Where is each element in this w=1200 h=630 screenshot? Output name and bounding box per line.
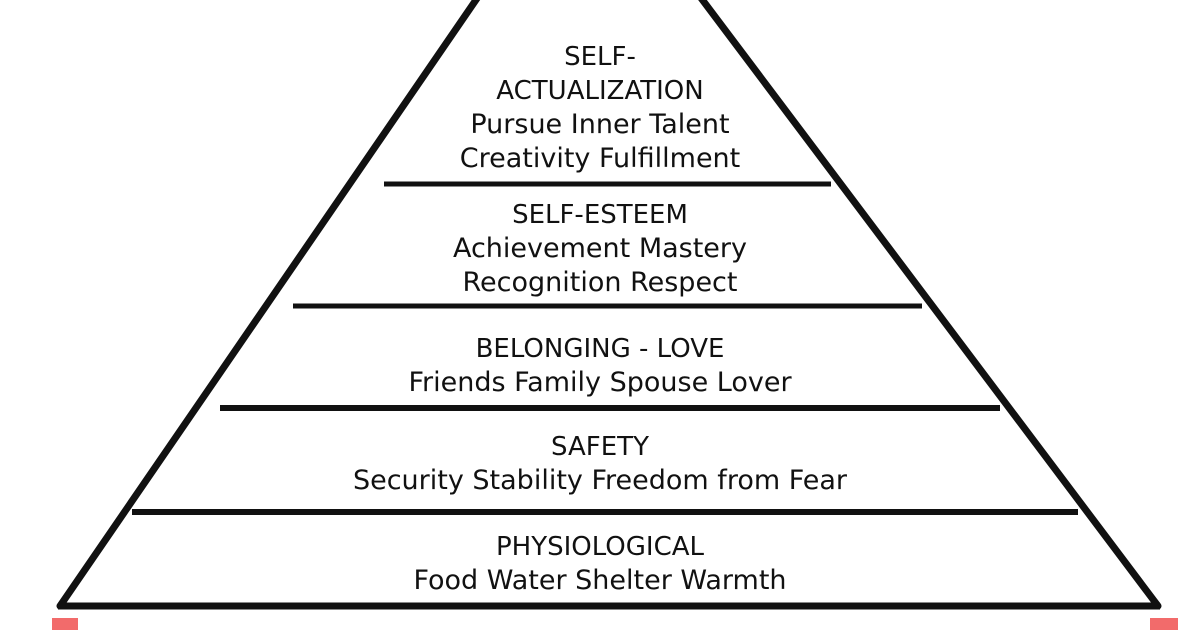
level-title: SAFETY	[551, 432, 649, 462]
pyramid-right-edge	[698, 0, 1162, 610]
level-self-actualization: SELF- ACTUALIZATION Pursue Inner Talent …	[0, 40, 1200, 176]
level-detail: Pursue Inner Talent	[470, 109, 730, 140]
level-title: PHYSIOLOGICAL	[495, 532, 704, 562]
level-physiological: PHYSIOLOGICAL Food Water Shelter Warmth	[0, 530, 1200, 598]
level-detail: Security Stability Freedom from Fear	[352, 465, 848, 496]
level-detail: Achievement Mastery	[452, 233, 748, 264]
pyramid-left-edge	[56, 0, 481, 610]
level-title: SELF-ESTEEM	[512, 200, 688, 230]
level-title: BELONGING - LOVE	[475, 334, 725, 364]
level-title: ACTUALIZATION	[496, 76, 704, 106]
level-detail: Friends Family Spouse Lover	[408, 367, 792, 398]
level-detail: Food Water Shelter Warmth	[413, 565, 787, 596]
level-belonging-love: BELONGING - LOVE Friends Family Spouse L…	[0, 332, 1200, 400]
level-self-esteem: SELF-ESTEEM Achievement Mastery Recognit…	[0, 198, 1200, 300]
corner-mark-right	[1150, 618, 1178, 630]
level-title: SELF-	[564, 42, 636, 72]
level-safety: SAFETY Security Stability Freedom from F…	[0, 430, 1200, 498]
corner-mark-left	[52, 618, 78, 630]
level-detail: Recognition Respect	[462, 267, 738, 298]
level-detail: Creativity Fulfillment	[459, 143, 741, 174]
